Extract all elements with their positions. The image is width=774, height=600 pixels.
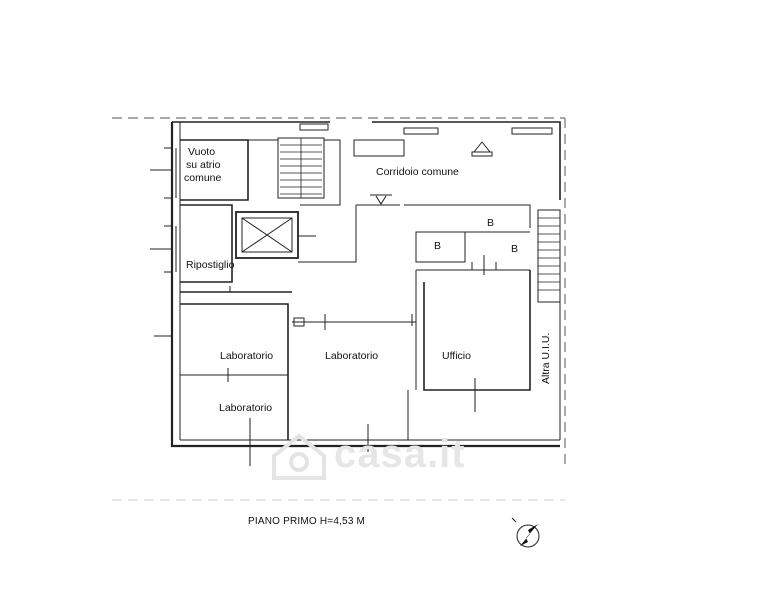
room-label-bagno: B bbox=[434, 240, 442, 252]
room-label-laboratorio: Laboratorio bbox=[219, 402, 273, 414]
room-label-laboratorio: Laboratorio bbox=[325, 350, 379, 362]
room-label-bagno: B bbox=[487, 217, 495, 229]
room-label-vuoto: su atrio bbox=[186, 159, 221, 171]
room-label-corridoio: Corridoio comune bbox=[376, 166, 459, 178]
room-label-vuoto: Vuoto bbox=[188, 146, 216, 158]
casa-house-icon bbox=[272, 433, 326, 480]
room-label-bagno: B bbox=[511, 243, 519, 255]
north-arrow-icon bbox=[511, 517, 540, 548]
room-label-ripostiglio: Ripostiglio bbox=[186, 259, 235, 271]
room-label-laboratorio: Laboratorio bbox=[220, 350, 274, 362]
room-label-altra-uiu: Altra U.I.U. bbox=[540, 332, 552, 384]
watermark: casa.it bbox=[334, 432, 466, 476]
room-label-vuoto: comune bbox=[184, 172, 222, 184]
room-label-ufficio: Ufficio bbox=[442, 350, 471, 362]
plan-caption: PIANO PRIMO H=4,53 M bbox=[248, 516, 366, 527]
